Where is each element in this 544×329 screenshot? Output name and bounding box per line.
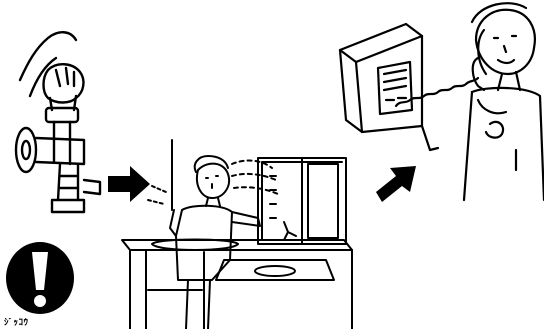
kitchen-panel xyxy=(112,139,360,329)
warning-badge xyxy=(4,240,76,316)
warning-caption: ｼﾞｯｺｳ xyxy=(4,318,29,328)
kitchen-woman-icon xyxy=(121,139,353,329)
phone-panel xyxy=(326,0,544,202)
exclamation-icon xyxy=(6,242,74,314)
up-right-arrow-icon xyxy=(376,166,416,202)
valve-hand-panel xyxy=(0,0,110,220)
valve-hand-icon xyxy=(14,31,102,214)
gas-meter-phone-icon xyxy=(338,2,544,202)
up-right-arrow xyxy=(370,160,422,206)
right-arrow-icon xyxy=(108,166,150,202)
right-arrow xyxy=(104,164,154,204)
